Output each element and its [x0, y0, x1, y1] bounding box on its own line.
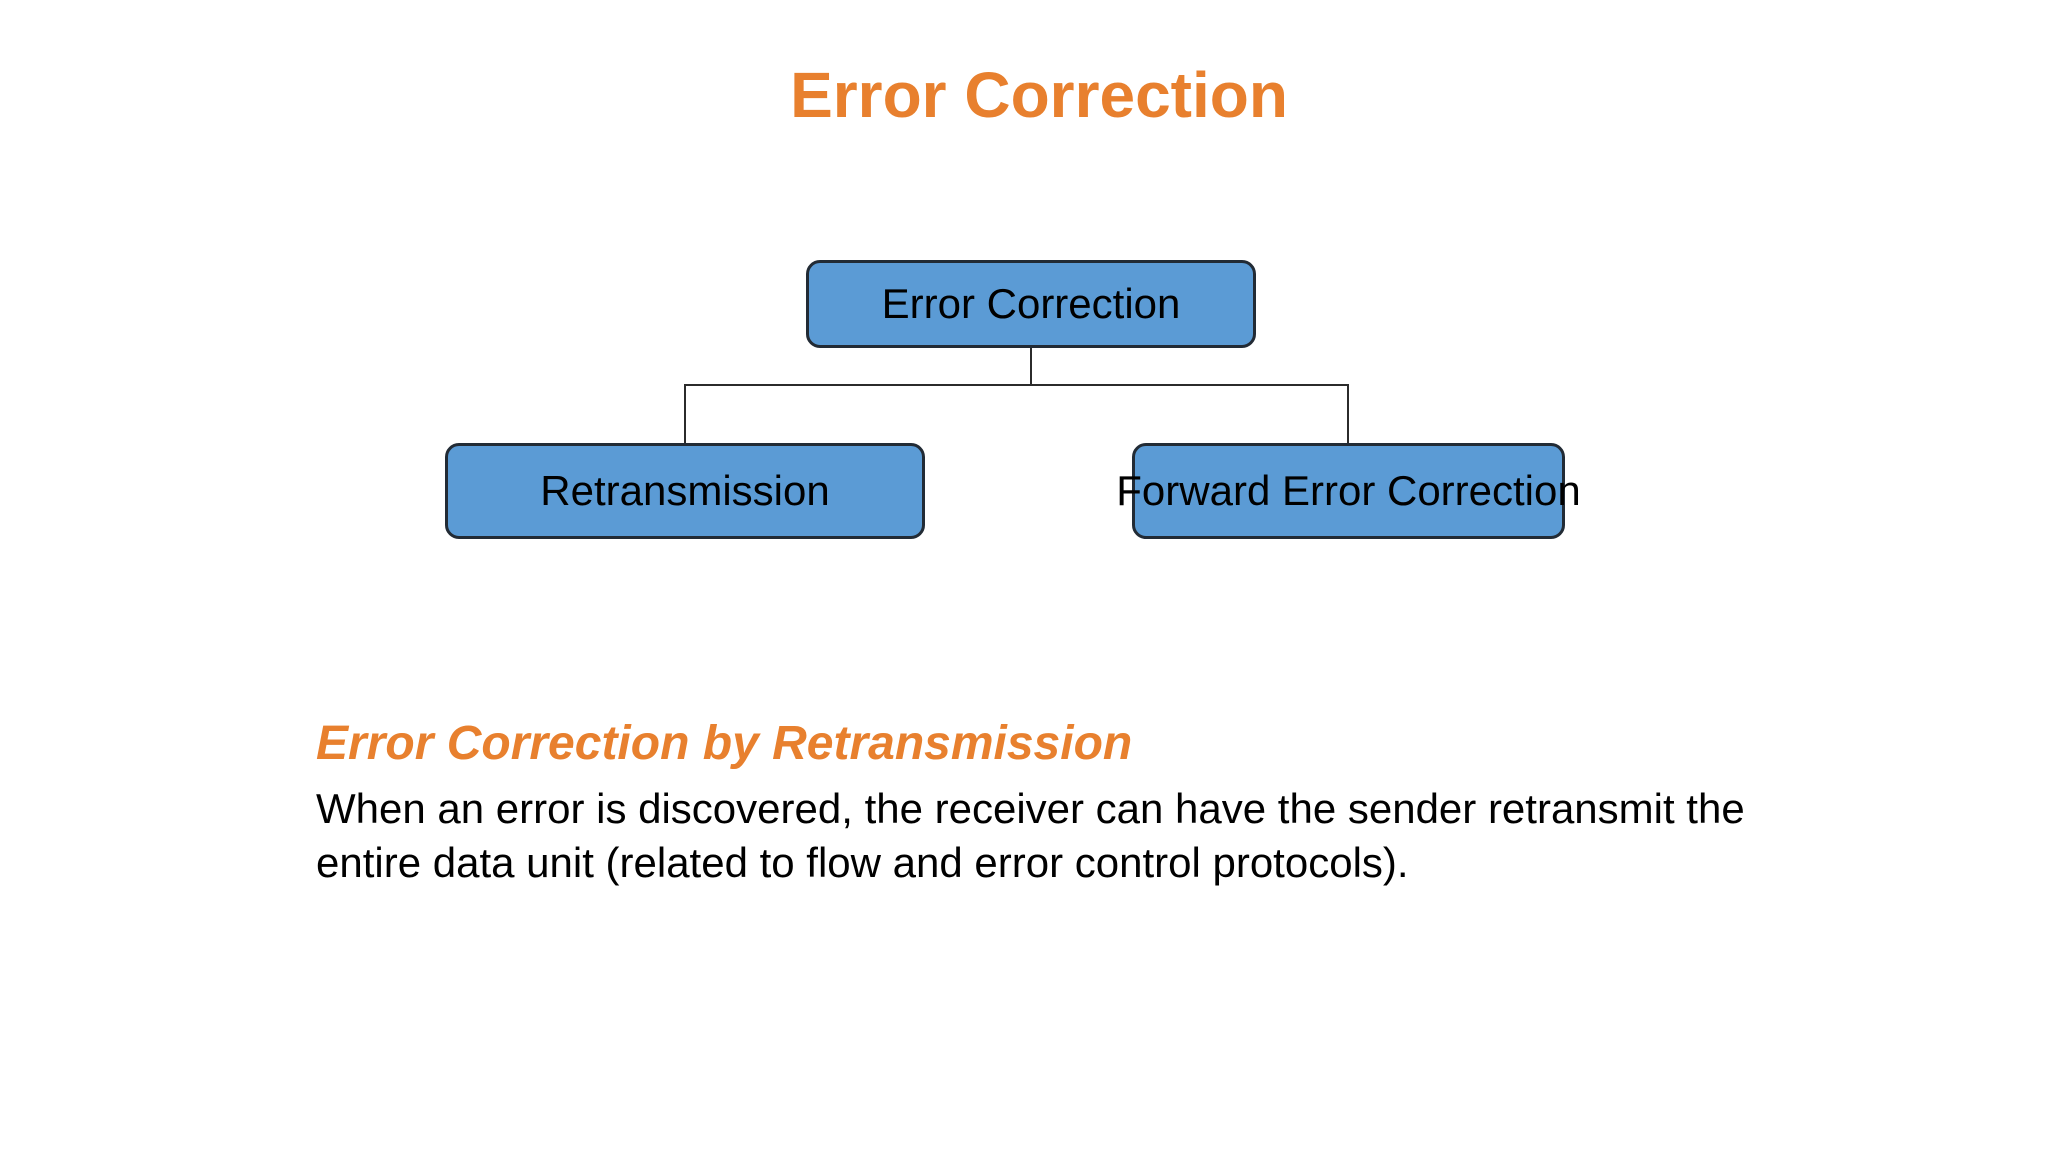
diagram-node-retransmission: Retransmission [445, 443, 925, 539]
diagram-node-forward-error-correction: Forward Error Correction [1116, 443, 1581, 539]
diagram-node-error-correction: Error Correction [806, 260, 1256, 348]
diagram-node-label: Error Correction [881, 280, 1181, 327]
section-heading: Error Correction by Retransmission [316, 717, 1133, 770]
diagram-node-label: Retransmission [540, 467, 830, 514]
slide-title: Error Correction [790, 59, 1288, 131]
connector-left-drop [684, 384, 686, 443]
connector-right-drop [1347, 384, 1349, 443]
body-line-2: entire data unit (related to flow and er… [316, 839, 1409, 886]
connector-horizontal [684, 384, 1349, 386]
connector-root-stub [1030, 348, 1032, 384]
body-line-1: When an error is discovered, the receive… [316, 785, 1745, 832]
body-paragraph: When an error is discovered, the receive… [316, 782, 1745, 890]
diagram-node-label: Forward Error Correction [1116, 467, 1581, 514]
